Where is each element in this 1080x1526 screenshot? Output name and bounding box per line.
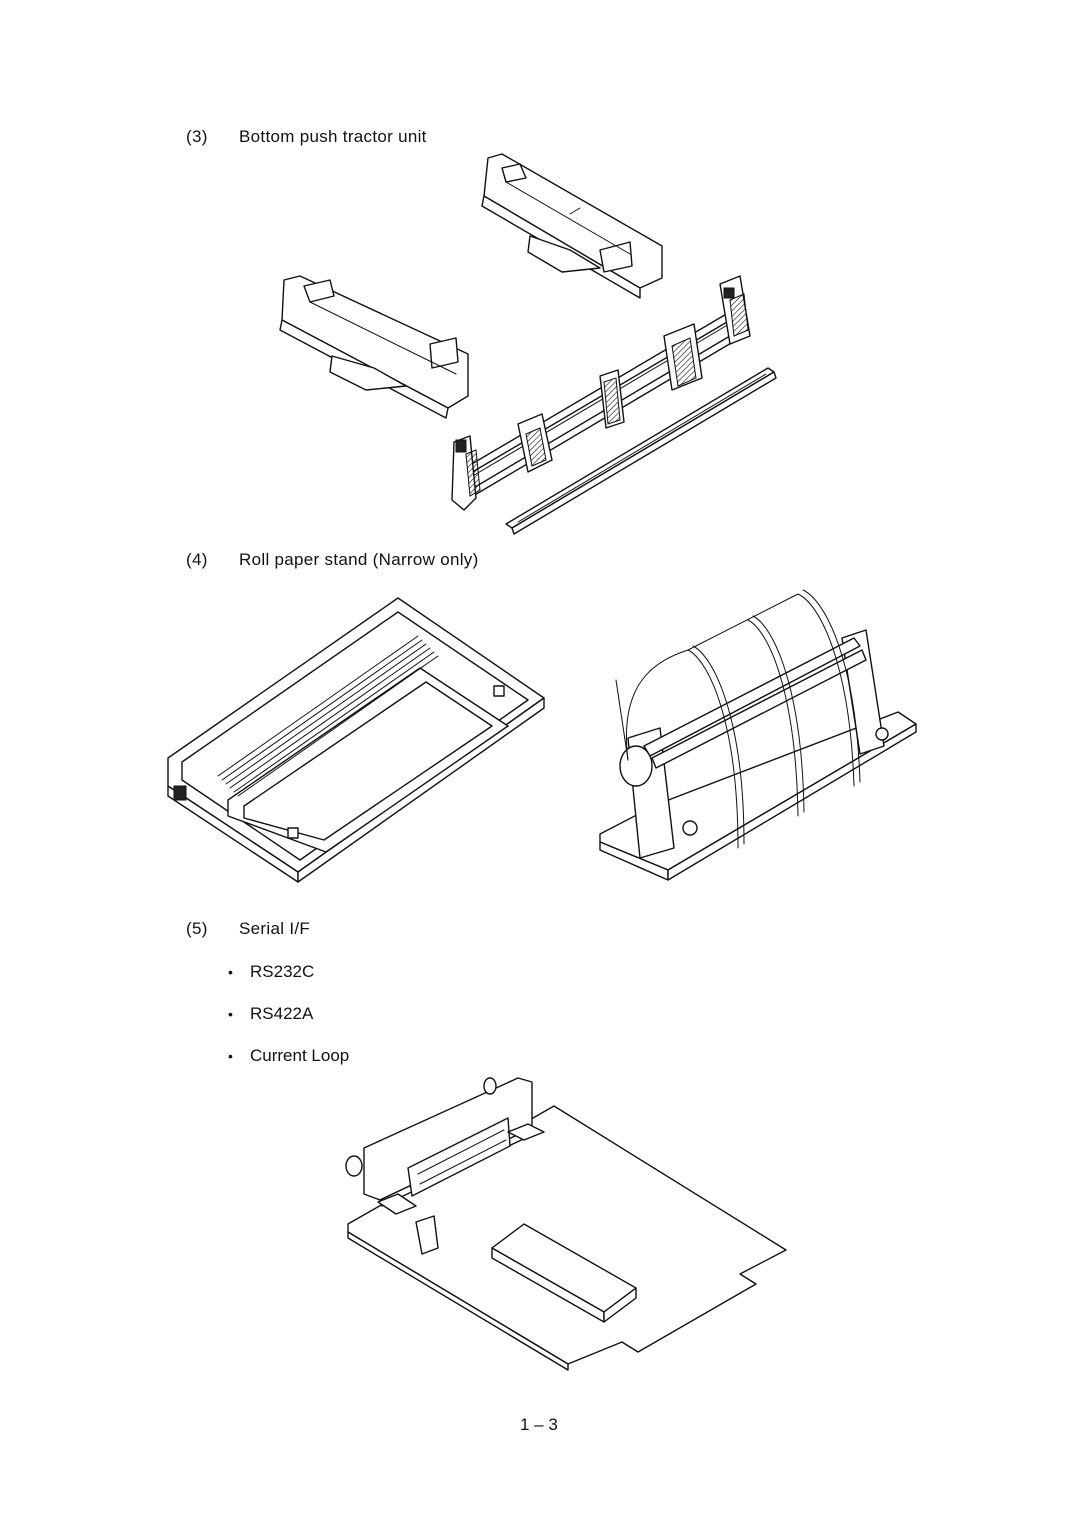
roll-spindle — [644, 638, 866, 768]
ic-chip — [492, 1224, 636, 1322]
serial-option-current-loop: • Current Loop — [228, 1046, 349, 1066]
roll-paper-stand-illustration — [598, 580, 928, 885]
section-5-number: (5) — [186, 919, 208, 938]
left-middle-tractor — [518, 414, 552, 472]
upper-side-frame — [482, 154, 662, 298]
serial-option-label: RS232C — [250, 962, 315, 981]
bullet-icon: • — [228, 964, 233, 980]
right-middle-tractor — [664, 324, 702, 390]
section-3-number: (3) — [186, 127, 208, 146]
d-sub-connector — [346, 1078, 534, 1206]
center-tractor — [600, 370, 624, 428]
section-5-heading: (5) Serial I/F — [186, 919, 310, 939]
bullet-icon: • — [228, 1006, 233, 1022]
roll-paper-cover-illustration — [158, 590, 558, 880]
section-5-title: Serial I/F — [239, 919, 311, 938]
stand-base — [600, 712, 916, 880]
bullet-icon: • — [228, 1048, 233, 1064]
cover-grille — [218, 636, 438, 796]
left-tractor — [452, 436, 480, 510]
serial-option-rs422a: • RS422A — [228, 1004, 313, 1024]
lower-side-frame — [280, 276, 468, 418]
small-header — [378, 1124, 544, 1254]
page-number: 1 – 3 — [520, 1415, 558, 1434]
serial-interface-board-illustration — [338, 1074, 788, 1364]
section-4-title: Roll paper stand (Narrow only) — [239, 550, 479, 569]
serial-option-label: Current Loop — [250, 1046, 350, 1065]
section-4-heading: (4) Roll paper stand (Narrow only) — [186, 550, 479, 570]
section-4-number: (4) — [186, 550, 208, 569]
wire-hoops — [616, 590, 860, 848]
section-3-title: Bottom push tractor unit — [239, 127, 427, 146]
serial-option-rs232c: • RS232C — [228, 962, 314, 982]
paper-guide-bar — [506, 368, 776, 534]
serial-option-label: RS422A — [250, 1004, 314, 1023]
section-3-heading: (3) Bottom push tractor unit — [186, 127, 427, 147]
right-tractor — [720, 276, 750, 344]
tractor-unit-illustration — [270, 150, 790, 540]
